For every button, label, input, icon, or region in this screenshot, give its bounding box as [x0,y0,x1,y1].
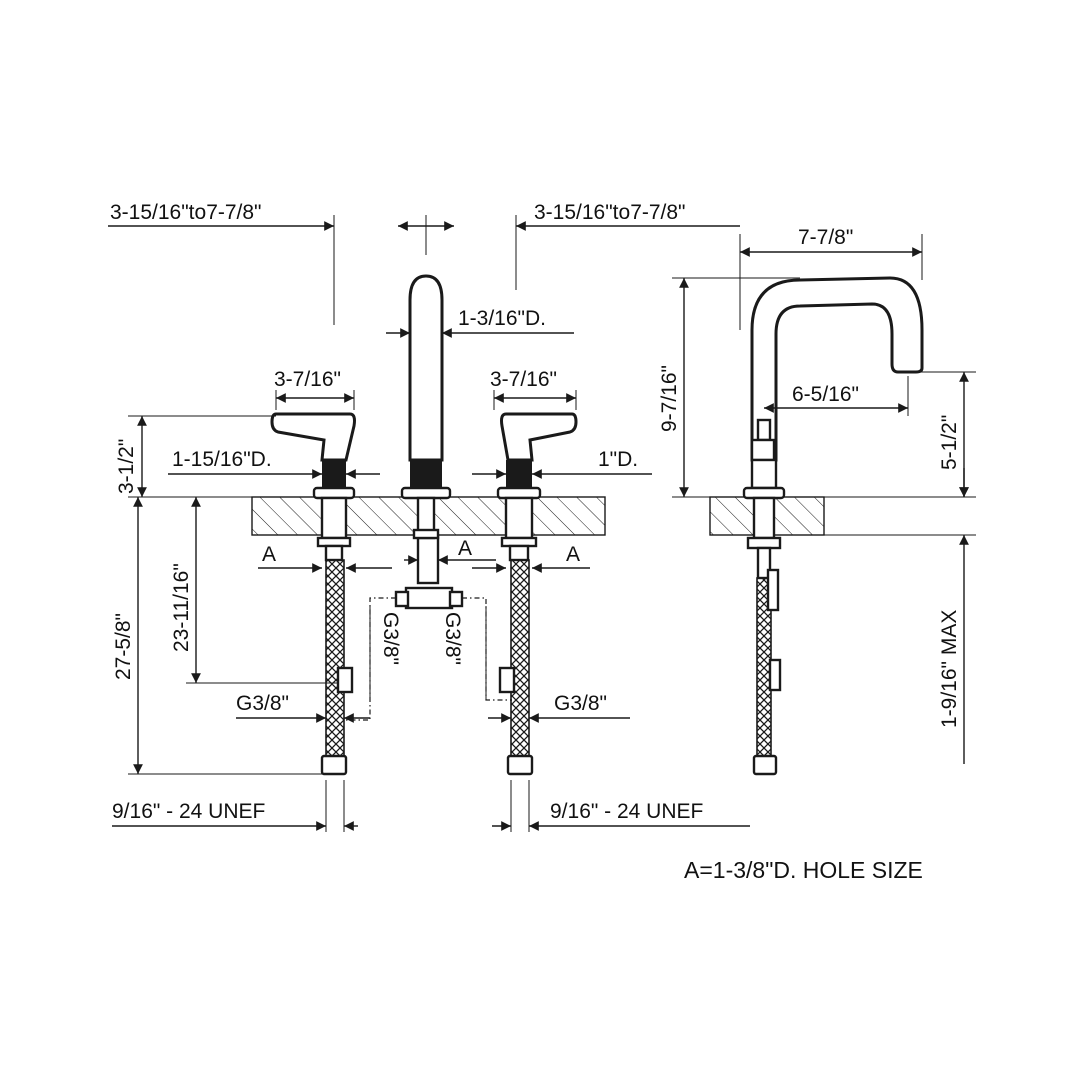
handle-left [270,412,356,562]
label-outlet-offset: 6-5/16" [792,383,859,406]
label-outlet-height: 5-1/2" [938,415,961,470]
dimension-labels: 3-15/16"to7-7/8" 3-15/16"to7-7/8" 1-3/16… [110,201,961,883]
label-handle-left-base: 1-15/16"D. [172,448,272,471]
label-handle-left-length: 3-7/16" [274,368,341,391]
supply-hose-left [320,559,354,776]
label-thread-left: G3/8" [236,692,289,715]
label-deck-thickness: 1-9/16" MAX [938,610,961,728]
label-spread-left: 3-15/16"to7-7/8" [110,201,262,224]
label-unef-right: 9/16" - 24 UNEF [550,800,703,823]
spout-tee-connector [394,533,464,610]
label-unef-left: 9/16" - 24 UNEF [112,800,265,823]
label-thread-right: G3/8" [554,692,607,715]
label-thread-center-left: G3/8" [379,612,402,665]
spout-side [742,276,924,776]
label-hole-right: A [566,543,580,566]
label-spout-diameter: 1-3/16"D. [458,307,546,330]
label-handle-height: 3-1/2" [115,439,138,494]
spout-front [400,274,452,540]
label-spout-reach: 7-7/8" [798,226,853,249]
label-hole-center: A [458,537,472,560]
label-spread-right: 3-15/16"to7-7/8" [534,201,686,224]
supply-hose-right [498,559,534,776]
dimension-lines [108,215,976,832]
note-hole-size: A=1-3/8"D. HOLE SIZE [684,857,923,883]
label-thread-center-right: G3/8" [441,612,464,665]
label-handle-right-base: 1"D. [598,448,638,471]
label-hose-total: 27-5/8" [112,613,135,680]
label-hose-inner: 23-11/16" [170,563,193,652]
handle-right [496,412,578,562]
label-handle-right-length: 3-7/16" [490,368,557,391]
label-spout-height: 9-7/16" [658,365,681,432]
label-hole-left: A [262,543,276,566]
